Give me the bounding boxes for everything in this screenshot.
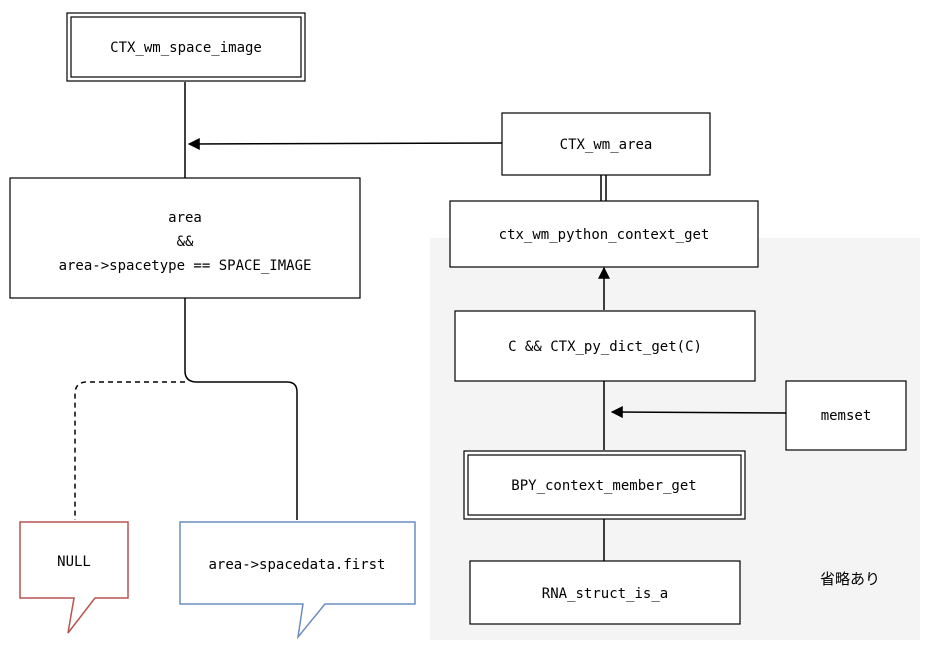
condition-line-1: area — [168, 210, 202, 226]
node-ctx-wm-space-image: CTX_wm_space_image — [66, 12, 306, 82]
omitted-note: 省略あり — [820, 570, 880, 588]
node-memset: memset — [785, 380, 907, 451]
node-label: memset — [821, 408, 872, 424]
edge-condition-to-spacedata — [184, 298, 298, 520]
edge-memset-to-main — [610, 406, 787, 419]
callout-label: area->spacedata.first — [208, 557, 385, 573]
condition-line-2: && — [177, 234, 194, 250]
node-label: ctx_wm_python_context_get — [499, 227, 710, 243]
condition-line-3: area->spacetype == SPACE_IMAGE — [59, 258, 312, 274]
node-label: CTX_wm_area — [560, 137, 653, 153]
callout-label: NULL — [57, 554, 91, 570]
node-ctx-wm-area: CTX_wm_area — [501, 112, 711, 176]
edge-condition-to-null — [74, 381, 185, 520]
node-area-condition: area && area->spacetype == SPACE_IMAGE — [9, 177, 361, 299]
node-bpy-context-member-get: BPY_context_member_get — [463, 450, 746, 520]
node-label: BPY_context_member_get — [511, 478, 696, 494]
callout-null: NULL — [19, 521, 129, 634]
node-ctx-wm-python-context-get: ctx_wm_python_context_get — [449, 200, 759, 268]
callout-spacedata-first: area->spacedata.first — [179, 521, 416, 640]
node-label: RNA_struct_is_a — [542, 586, 668, 602]
node-label: C && CTX_py_dict_get(C) — [508, 339, 702, 355]
node-label: CTX_wm_space_image — [110, 40, 262, 56]
node-ctx-py-dict-get: C && CTX_py_dict_get(C) — [454, 310, 756, 382]
edge-wm-area-to-main — [187, 137, 503, 150]
node-rna-struct-is-a: RNA_struct_is_a — [469, 560, 741, 625]
